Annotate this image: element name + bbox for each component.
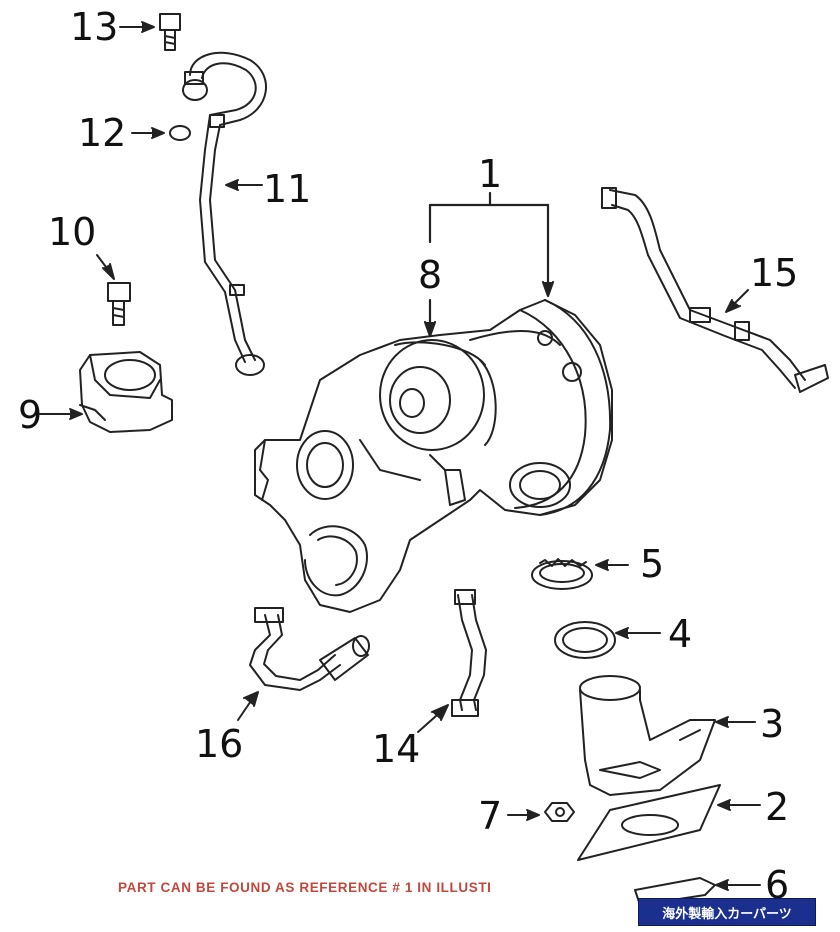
reference-note: PART CAN BE FOUND AS REFERENCE # 1 IN IL… (118, 880, 492, 895)
bolt-10 (96, 254, 131, 326)
oil-line-11 (182, 51, 267, 376)
o-ring-12 (131, 125, 191, 141)
callout-7: 7 (478, 794, 503, 838)
callout-15: 15 (750, 251, 799, 295)
import-parts-badge: 海外製輸入カーパーツ (638, 898, 816, 926)
gasket-ring-4 (554, 621, 661, 659)
callout-8: 8 (418, 253, 443, 297)
nut-7 (507, 802, 575, 822)
turbocharger-assembly (254, 299, 613, 613)
gasket-2 (577, 784, 761, 861)
callout-16: 16 (195, 722, 244, 766)
callout-6: 6 (765, 863, 790, 907)
callout-4: 4 (668, 612, 693, 656)
vacuum-pump-9 (39, 351, 173, 433)
callout-1: 1 (478, 152, 503, 196)
callout-2: 2 (765, 785, 790, 829)
hose-14 (417, 589, 487, 733)
callout-9: 9 (18, 393, 43, 437)
callout-10: 10 (48, 210, 97, 254)
callout-3: 3 (760, 702, 785, 746)
callout-12: 12 (78, 111, 127, 155)
outlet-pipe-3 (579, 675, 756, 796)
coolant-line-15 (601, 187, 829, 393)
callout-11: 11 (263, 167, 312, 211)
callout-14: 14 (372, 727, 421, 771)
callout-13: 13 (70, 5, 119, 49)
sensor-line-16 (237, 607, 370, 721)
callout-lines-1-8 (423, 191, 555, 338)
bolt-13 (119, 13, 181, 51)
clamp-5 (531, 558, 629, 590)
callout-5: 5 (640, 542, 665, 586)
